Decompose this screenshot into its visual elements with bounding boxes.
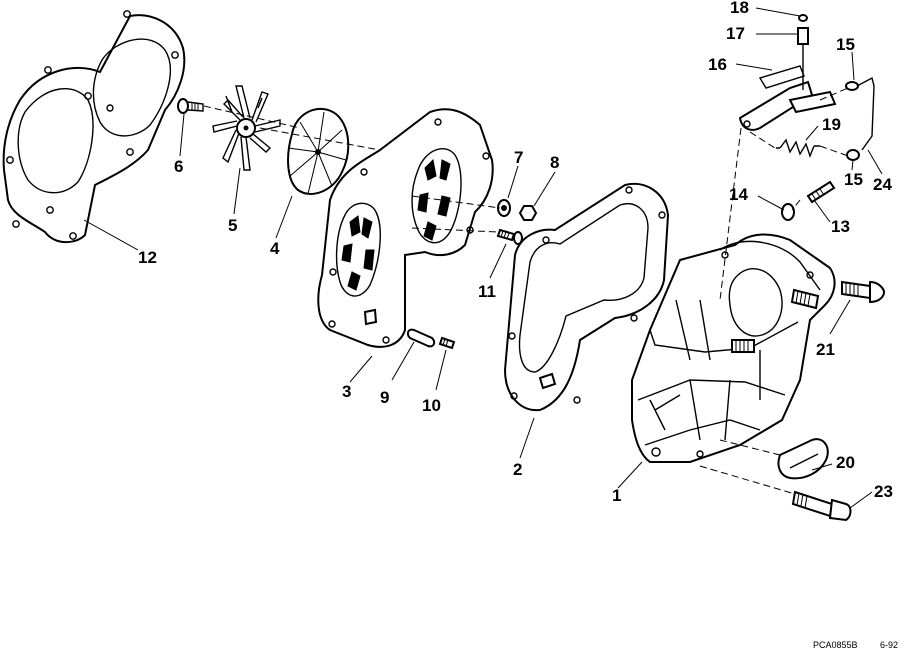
callout-19: 19 (822, 115, 841, 134)
callout-21: 21 (816, 340, 835, 359)
callout-7: 7 (514, 148, 523, 167)
callout-1: 1 (612, 486, 621, 505)
callout-15-upper: 15 (836, 35, 855, 54)
part-24-rod (856, 76, 875, 151)
callout-5: 5 (228, 216, 237, 235)
part-15-cap-lower (846, 149, 860, 161)
callout-9: 9 (380, 388, 389, 407)
part-4-plate (287, 107, 350, 195)
callout-15-lower: 15 (844, 170, 863, 189)
callout-3: 3 (342, 382, 351, 401)
part-14-bushing (781, 203, 795, 221)
part-16-arm (738, 65, 837, 131)
callout-10: 10 (422, 396, 441, 415)
assembly-lines (203, 87, 849, 495)
callout-17: 17 (726, 24, 745, 43)
part-18-clip (798, 14, 808, 22)
callout-14: 14 (729, 185, 748, 204)
part-19-spring (776, 138, 820, 159)
part-11-screw (496, 228, 523, 245)
part-12-gasket (2, 10, 186, 244)
callout-20: 20 (836, 453, 855, 472)
callout-16: 16 (708, 55, 727, 74)
callout-8: 8 (550, 153, 559, 172)
callout-18: 18 (730, 0, 749, 17)
callout-13: 13 (831, 217, 850, 236)
part-23-bolt (791, 490, 852, 522)
part-5-impeller (212, 85, 281, 171)
callout-6: 6 (174, 157, 183, 176)
part-17-pin (797, 27, 809, 90)
part-9-sleeve (406, 328, 436, 348)
part-3-pump-body (317, 108, 494, 348)
part-15-cap-upper (845, 81, 859, 91)
callout-11: 11 (478, 282, 496, 301)
part-10-screw (438, 336, 456, 350)
figure-code: PCA0855B (813, 640, 858, 650)
callout-24: 24 (873, 175, 892, 194)
callout-12: 12 (138, 248, 157, 267)
callout-23: 23 (874, 482, 893, 501)
leader-lines (83, 7, 883, 509)
part-21-screw (841, 280, 886, 304)
part-13-screw (806, 180, 836, 204)
part-20-clip (777, 438, 829, 480)
part-1-housing (631, 233, 836, 463)
part-6-screw (177, 98, 204, 114)
part-8-nut (518, 205, 538, 221)
callout-4: 4 (270, 239, 280, 258)
callout-2: 2 (513, 460, 522, 479)
callout-numbers: 1 2 3 4 5 6 7 8 9 10 11 12 13 14 15 15 1… (138, 0, 893, 505)
part-2-gasket (503, 182, 670, 412)
part-7-washer (497, 199, 511, 217)
figure-date: 6-92 (880, 640, 898, 650)
